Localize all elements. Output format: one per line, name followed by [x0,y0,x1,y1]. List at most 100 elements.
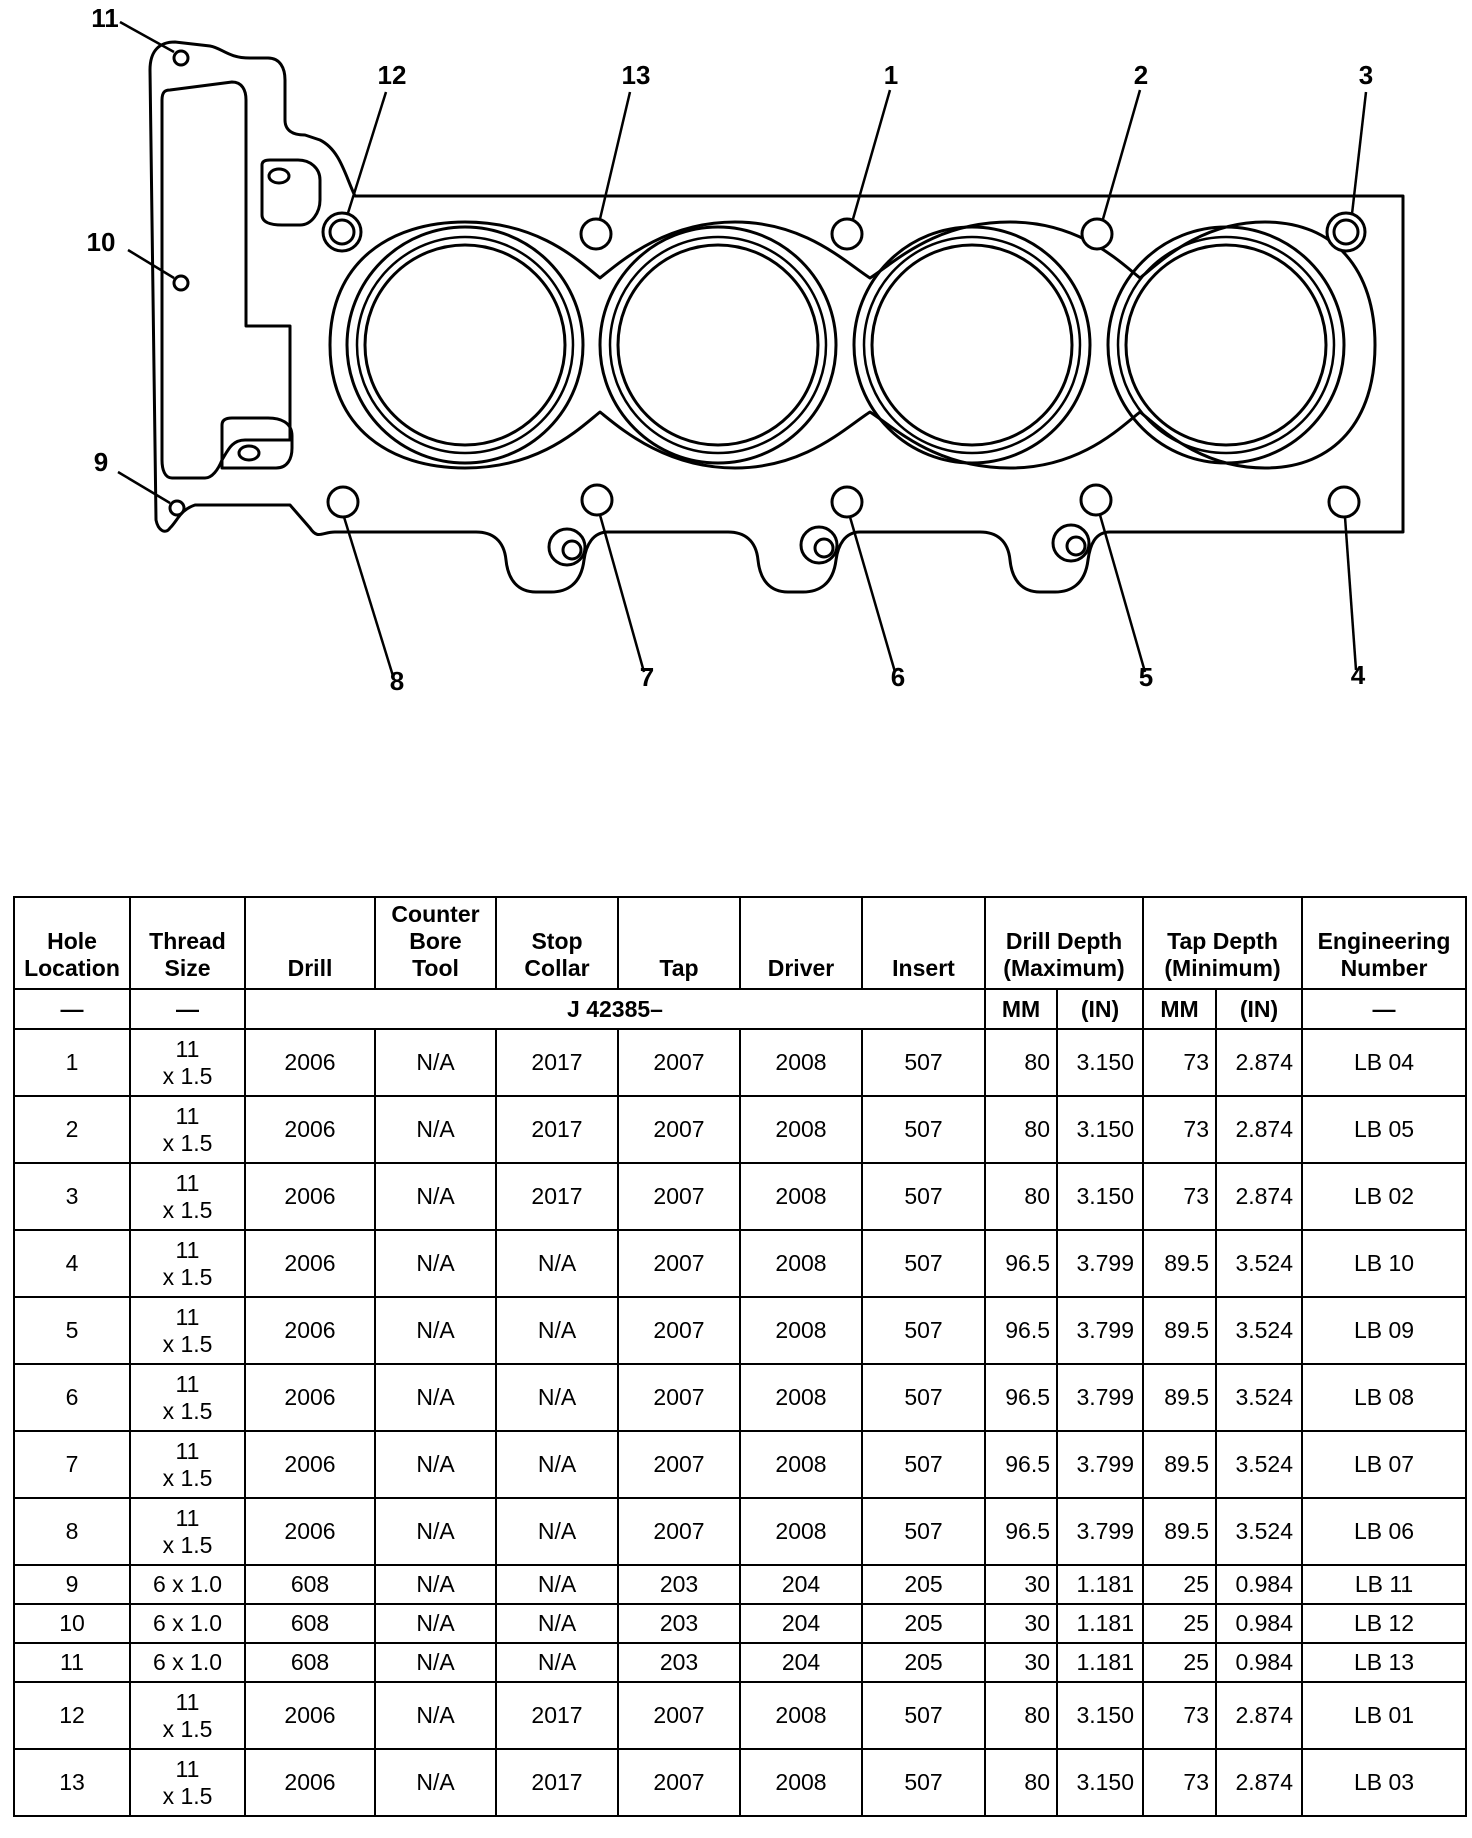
cell-driver: 204 [739,1564,863,1605]
hole-label-11: 11 [91,3,119,33]
cylinder-bore [598,225,838,465]
cell-drill-depth-in: 3.799 [1056,1229,1144,1298]
cell-drill-depth-mm: 96.5 [984,1497,1058,1566]
cell-driver: 2008 [739,1296,863,1365]
cell-drill-depth-mm: 96.5 [984,1229,1058,1298]
cell-tap-depth-in: 3.524 [1214,1296,1304,1365]
cell-drill-depth-mm: 80 [984,1681,1058,1750]
header-tap-depth: Tap Depth(Minimum) [1141,896,1304,990]
cell-engineering-number: LB 01 [1301,1681,1468,1750]
cell-tap: 2007 [617,1028,741,1097]
cell-drill: 2006 [244,1095,376,1164]
cell-counter-bore-tool: N/A [374,1229,497,1298]
cell-drill: 2006 [244,1430,376,1499]
bolt-hole-10 [172,274,190,292]
bolt-hole-5 [1079,483,1113,517]
cell-engineering-number: LB 12 [1301,1603,1468,1644]
cell-tap-depth-in: 2.874 [1214,1162,1304,1231]
cell-tap-depth-mm: 89.5 [1142,1363,1217,1432]
cell-tap: 203 [617,1564,741,1605]
cell-tap-depth-mm: 73 [1142,1028,1217,1097]
cell-drill-depth-mm: 80 [984,1028,1058,1097]
cell-hole-location: 4 [13,1229,131,1298]
hole-label-13: 13 [622,60,651,90]
cell-tap-depth-mm: 89.5 [1142,1296,1217,1365]
units-row: — — J 42385– MM (IN) MM (IN) — [13,988,1468,1030]
cell-tap: 2007 [617,1162,741,1231]
cell-drill: 2006 [244,1229,376,1298]
hole-label-8: 8 [390,666,404,696]
cell-tap: 2007 [617,1363,741,1432]
cylinder-bore [345,225,585,465]
cell-tap-depth-mm: 89.5 [1142,1430,1217,1499]
cell-hole-location: 10 [13,1603,131,1644]
cell-insert: 507 [861,1028,986,1097]
cell-driver: 2008 [739,1681,863,1750]
cell-thread-size: 6 x 1.0 [129,1642,246,1683]
cell-stop-collar: N/A [495,1296,619,1365]
cell-tap: 2007 [617,1430,741,1499]
cell-drill-depth-in: 3.799 [1056,1363,1144,1432]
cell-hole-location: 12 [13,1681,131,1750]
cell-driver: 2008 [739,1028,863,1097]
cell-tap-depth-mm: 25 [1142,1564,1217,1605]
cell-tap-depth-in: 0.984 [1214,1603,1304,1644]
cell-drill-depth-mm: 80 [984,1748,1058,1817]
cell-tap-depth-in: 3.524 [1214,1229,1304,1298]
hole-label-3: 3 [1359,60,1373,90]
cylinder-bore [1106,225,1346,465]
cell-counter-bore-tool: N/A [374,1497,497,1566]
cell-tap-depth-mm: 89.5 [1142,1497,1217,1566]
cell-tap-depth-in: 2.874 [1214,1748,1304,1817]
cell-counter-bore-tool: N/A [374,1642,497,1683]
cell-stop-collar: 2017 [495,1748,619,1817]
cell-insert: 507 [861,1748,986,1817]
cell-hole-location: 1 [13,1028,131,1097]
cell-engineering-number: LB 11 [1301,1564,1468,1605]
cell-tap: 203 [617,1603,741,1644]
hole-label-2: 2 [1134,60,1148,90]
cell-drill: 2006 [244,1748,376,1817]
cell-engineering-number: LB 06 [1301,1497,1468,1566]
cell-stop-collar: 2017 [495,1028,619,1097]
hole-label-5: 5 [1139,662,1153,692]
bolt-hole-2 [1080,217,1114,251]
cell-engineering-number: LB 08 [1301,1363,1468,1432]
cell-tap-depth-in: 0.984 [1214,1564,1304,1605]
hole-label-10: 10 [87,227,116,257]
units-tap-depth-in: (IN) [1214,988,1304,1030]
cell-hole-location: 13 [13,1748,131,1817]
cell-stop-collar: 2017 [495,1681,619,1750]
cell-thread-size: 6 x 1.0 [129,1603,246,1644]
cell-hole-location: 9 [13,1564,131,1605]
units-tool-kit: J 42385– [244,988,986,1030]
cell-hole-location: 5 [13,1296,131,1365]
header-insert: Insert [861,896,986,990]
cell-drill-depth-in: 1.181 [1056,1642,1144,1683]
cell-drill-depth-mm: 96.5 [984,1296,1058,1365]
cell-insert: 507 [861,1229,986,1298]
cylinder-bore [852,225,1092,465]
cell-drill-depth-in: 1.181 [1056,1564,1144,1605]
cell-hole-location: 3 [13,1162,131,1231]
cell-insert: 507 [861,1095,986,1164]
cell-hole-location: 8 [13,1497,131,1566]
cell-stop-collar: N/A [495,1642,619,1683]
header-driver: Driver [739,896,863,990]
hole-label-7: 7 [640,662,654,692]
